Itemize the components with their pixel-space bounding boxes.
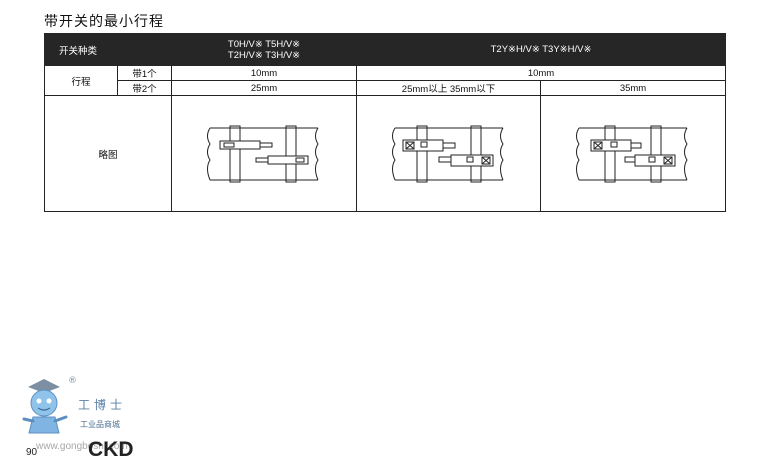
diagram-cell-group2a bbox=[356, 95, 542, 212]
row2-group1: 25mm bbox=[171, 80, 358, 96]
row1-group1: 10mm bbox=[171, 65, 358, 81]
cylinder-switch-diagram-3 bbox=[576, 125, 688, 182]
brand-name: 工博士 bbox=[78, 398, 127, 412]
shop-tagline: 工业品商城 bbox=[80, 420, 120, 429]
header-row: 开关种类 T0H/V※ T5H/V※ T2H/V※ T3H/V※ T2Y※H/V… bbox=[43, 33, 727, 66]
diagram-label: 略图 bbox=[43, 95, 173, 212]
row-two-switches: 带2个 25mm 25mm以上 35mm以下 35mm bbox=[45, 80, 727, 96]
row2-group2b: 35mm bbox=[540, 80, 727, 96]
diagram-cell-group2b bbox=[540, 95, 727, 212]
stroke-table: 开关种类 T0H/V※ T5H/V※ T2H/V※ T3H/V※ T2Y※H/V… bbox=[43, 33, 727, 212]
diagram-cell-group1 bbox=[171, 95, 358, 212]
cylinder-switch-diagram-2 bbox=[391, 125, 504, 182]
registered-mark: ® bbox=[68, 376, 77, 386]
page-number: 90 bbox=[26, 447, 38, 458]
ckd-brand: CKD bbox=[88, 438, 134, 461]
header-group1-line2: T2H/V※ T3H/V※ bbox=[227, 49, 301, 61]
header-group1: T0H/V※ T5H/V※ T2H/V※ T3H/V※ bbox=[171, 33, 358, 66]
page-title: 带开关的最小行程 bbox=[44, 14, 164, 30]
diagram-row: 略图 bbox=[43, 95, 727, 212]
header-switch-type: 开关种类 bbox=[43, 33, 173, 66]
row1-group2: 10mm bbox=[356, 65, 727, 81]
header-group1-line1: T0H/V※ T5H/V※ bbox=[227, 38, 301, 50]
gongboshi-mascot-logo bbox=[22, 379, 68, 434]
watermark-url: www.gongboshi.com bbox=[36, 441, 128, 452]
cylinder-switch-diagram-1 bbox=[207, 125, 319, 182]
row2-group2a: 25mm以上 35mm以下 bbox=[356, 80, 542, 96]
stroke-label: 行程 bbox=[44, 65, 118, 96]
row2-label: 带2个 bbox=[116, 80, 173, 96]
header-group2: T2Y※H/V※ T3Y※H/V※ bbox=[356, 33, 727, 66]
row1-label: 带1个 bbox=[116, 65, 173, 81]
row-one-switch: 行程 带1个 10mm 10mm bbox=[44, 65, 727, 96]
